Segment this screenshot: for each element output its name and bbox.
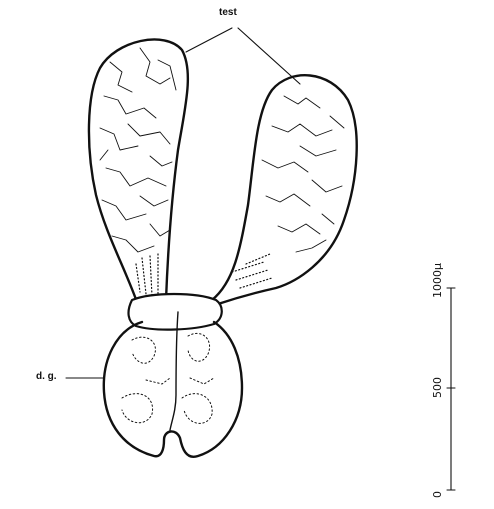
test-label: test bbox=[219, 8, 237, 18]
collar bbox=[129, 294, 222, 330]
right-test-lobe bbox=[212, 75, 357, 304]
test-leader-left bbox=[186, 28, 232, 52]
test-leader-right bbox=[238, 28, 300, 84]
scale-label-500: 500 bbox=[432, 377, 443, 398]
right-test-stipple bbox=[232, 254, 272, 288]
digestive-gland bbox=[104, 322, 242, 457]
left-test-texture bbox=[100, 48, 176, 252]
left-test-stipple bbox=[136, 254, 158, 296]
digestive-gland-label: d. g. bbox=[36, 372, 57, 382]
gland-texture bbox=[122, 333, 214, 423]
right-test-texture bbox=[262, 96, 344, 252]
scale-label-1000: 1000μ bbox=[432, 263, 443, 298]
scale-label-0: 0 bbox=[432, 491, 443, 498]
